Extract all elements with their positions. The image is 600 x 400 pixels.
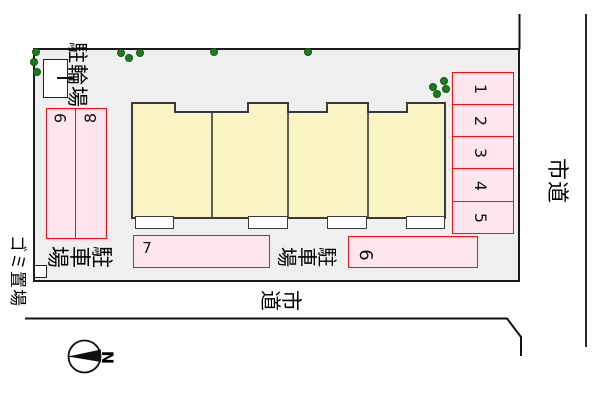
compass-north-label: N	[98, 350, 118, 365]
garbage-label: ゴミ置場	[7, 235, 27, 307]
parking-stall-9	[46, 108, 76, 239]
parking-stall-5	[452, 201, 514, 234]
compass-needle	[68, 349, 101, 362]
rotated-char: 道	[258, 290, 282, 311]
tree-icon	[30, 58, 38, 66]
tree-icon	[117, 49, 125, 57]
tree-icon	[442, 85, 450, 93]
rotated-char: 車	[66, 246, 91, 269]
road-label-bottom: 市道	[258, 290, 303, 311]
garbage-box	[34, 265, 47, 278]
parking-stall-8	[75, 108, 107, 239]
tree-icon	[136, 49, 144, 57]
tree-icon	[433, 90, 441, 98]
parking-stall-1	[452, 72, 514, 105]
porch	[135, 216, 174, 229]
stall-number-5: 5	[471, 212, 490, 224]
stall-number-6: 6	[355, 249, 376, 261]
rotated-char: 場	[44, 246, 69, 269]
tree-icon	[125, 54, 133, 62]
stall-number-9: 9	[51, 112, 70, 124]
parking-stall-6	[348, 236, 478, 268]
parking-stall-7	[133, 235, 270, 268]
rotated-char: 駐	[88, 246, 113, 269]
stall-number-8: 8	[81, 112, 100, 124]
stall-number-3: 3	[471, 147, 490, 159]
tree-icon	[33, 68, 41, 76]
stall-number-1: 1	[471, 83, 490, 95]
porch	[406, 216, 445, 229]
rotated-char: 市	[279, 290, 303, 311]
stall-number-7: 7	[142, 238, 152, 257]
tree-icon	[440, 77, 448, 85]
tree-icon	[304, 48, 312, 56]
rotated-char: 駐	[315, 247, 339, 267]
tree-icon	[210, 48, 218, 56]
rotated-char: 車	[295, 247, 319, 267]
parking-lot-label-right: 駐車場	[275, 247, 339, 267]
rotated-char: 場	[275, 247, 299, 267]
parking-lot-label-left: 駐車場	[44, 246, 113, 269]
stall-number-4: 4	[471, 180, 490, 192]
compass-circle	[67, 339, 102, 374]
stall-number-2: 2	[471, 115, 490, 127]
road-label-right: 市道	[544, 158, 569, 205]
porch	[248, 216, 288, 229]
porch	[327, 216, 367, 229]
bicycle-parking-leader-line	[57, 77, 74, 79]
bicycle-parking-label: 駐輪場	[65, 42, 89, 108]
tree-icon	[32, 48, 40, 56]
parking-stall-4	[452, 168, 514, 202]
